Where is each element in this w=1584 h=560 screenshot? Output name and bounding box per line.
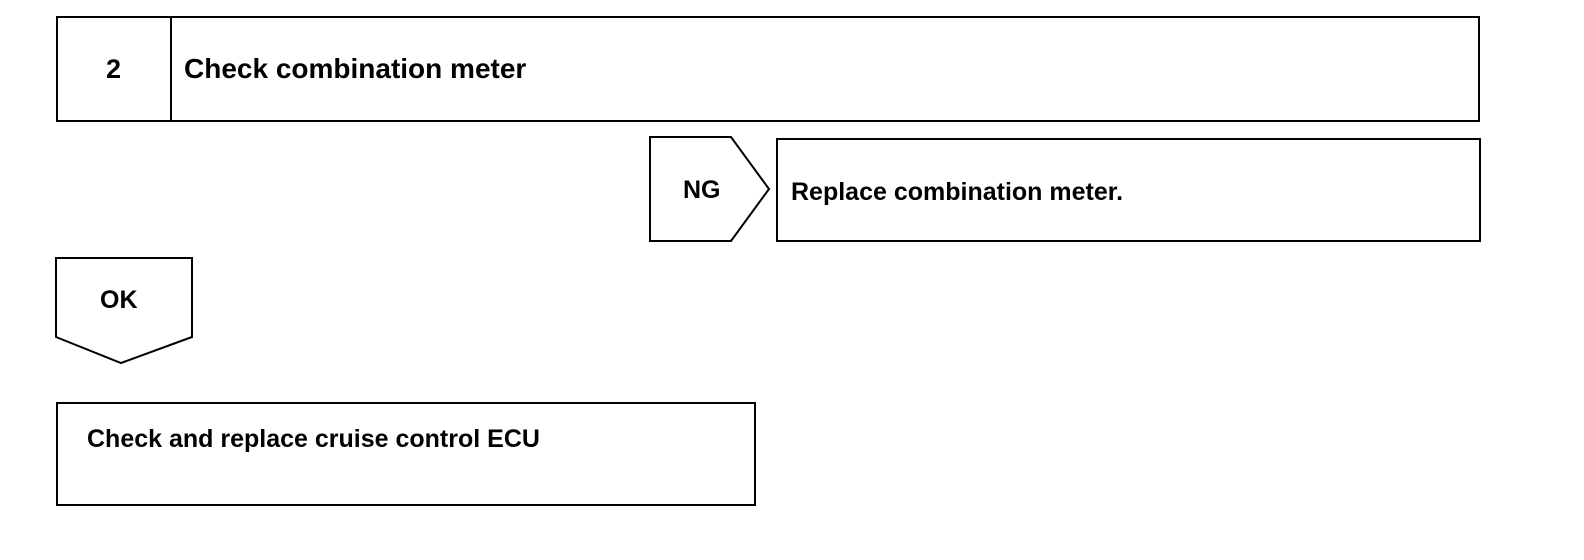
ng-arrow-shape <box>649 136 771 242</box>
step-header-box <box>56 16 1480 122</box>
ok-arrow-shape <box>55 257 193 365</box>
step-number-divider <box>170 18 172 120</box>
step-number: 2 <box>106 54 122 84</box>
ng-action-text: Replace combination meter. <box>791 178 1124 206</box>
ng-action-box <box>776 138 1481 242</box>
ok-action-text: Check and replace cruise control ECU <box>87 425 540 453</box>
step-title: Check combination meter <box>184 53 527 84</box>
ok-label: OK <box>100 286 138 314</box>
ng-label: NG <box>683 176 721 204</box>
ok-action-box <box>56 402 756 506</box>
